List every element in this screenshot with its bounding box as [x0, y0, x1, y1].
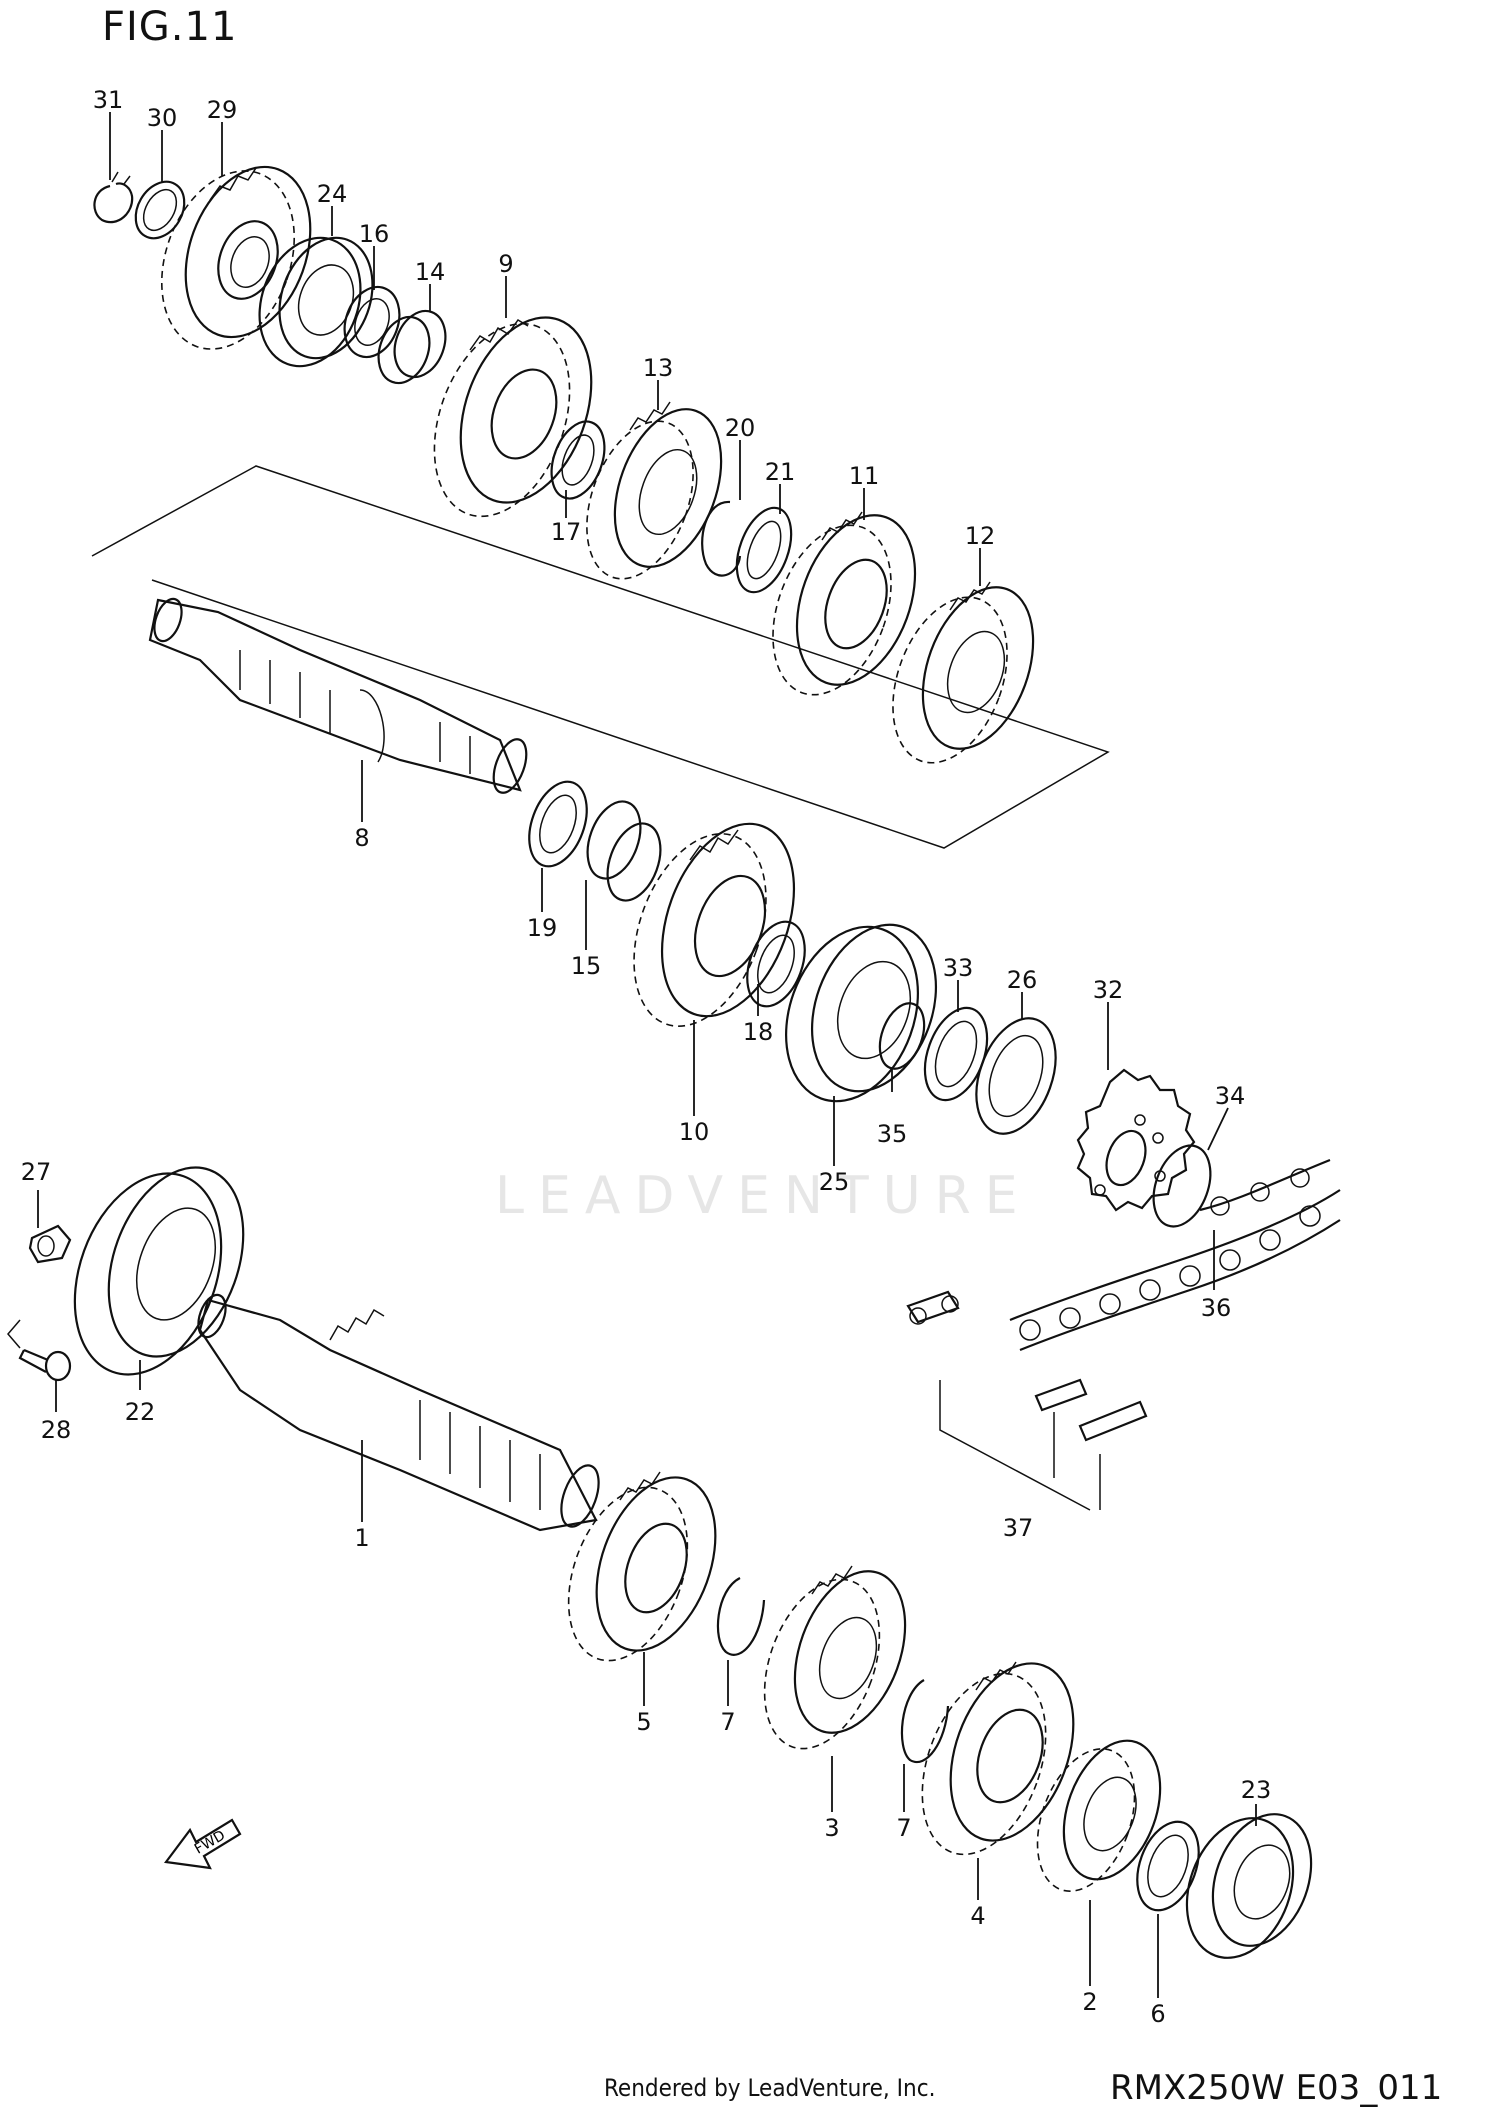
bushing-15	[586, 800, 662, 902]
callout-29: 29	[207, 96, 238, 124]
callout-10: 10	[679, 1118, 710, 1146]
washer-16	[343, 285, 401, 359]
callout-36: 36	[1201, 1294, 1232, 1322]
washer-18	[746, 920, 806, 1008]
callout-32: 32	[1093, 976, 1124, 1004]
gear-4	[921, 1661, 1075, 1856]
callout-17: 17	[551, 518, 582, 546]
callout-7a: 7	[720, 1708, 735, 1736]
gear-2	[1036, 1739, 1162, 1892]
figure-title: FIG.11	[102, 4, 238, 50]
callout-31: 31	[93, 86, 124, 114]
bushing-14	[377, 309, 447, 385]
gear-11	[772, 511, 917, 696]
callout-25: 25	[819, 1168, 850, 1196]
callout-4: 4	[970, 1902, 985, 1930]
callout-3: 3	[824, 1814, 839, 1842]
gear-12	[892, 581, 1035, 764]
callout-22: 22	[125, 1398, 156, 1426]
watermark: LEADVENTURE	[495, 1166, 1032, 1226]
callout-19: 19	[527, 914, 558, 942]
callout-13: 13	[643, 354, 674, 382]
callout-8: 8	[354, 824, 369, 852]
gear-9	[433, 316, 593, 518]
callout-27: 27	[21, 1158, 52, 1186]
gear-10	[633, 822, 796, 1027]
bearing-25	[785, 923, 938, 1103]
oil-seal-26	[975, 1017, 1057, 1135]
washer-6	[1136, 1820, 1200, 1912]
countershaft-8	[148, 597, 528, 794]
fwd-arrow-icon: FWD	[163, 1818, 242, 1870]
callout-6: 6	[1150, 2000, 1165, 2028]
callout-33: 33	[943, 954, 974, 982]
driveshaft-1	[197, 1293, 600, 1532]
callout-12: 12	[965, 522, 996, 550]
callout-11: 11	[849, 462, 880, 490]
circlip-7-lower	[900, 1679, 950, 1763]
bearing-23	[1185, 1813, 1313, 1959]
callout-9: 9	[498, 250, 513, 278]
gear-3	[763, 1565, 907, 1750]
callout-37: 37	[1003, 1514, 1034, 1542]
chain-36	[1009, 1158, 1341, 1352]
footer-credit: Rendered by LeadVenture, Inc.	[604, 2074, 936, 2102]
retainer-27	[7, 1224, 72, 1349]
callout-34: 34	[1215, 1082, 1246, 1110]
oring-35	[878, 1002, 926, 1070]
callout-23: 23	[1241, 1776, 1272, 1804]
callout-numbers: 31 30 29 24 16 14 9 13 20 21 11 12 17 8 …	[21, 86, 1272, 2028]
callout-20: 20	[725, 414, 756, 442]
washer-21	[735, 506, 793, 594]
callout-2: 2	[1082, 1988, 1097, 2016]
callout-16: 16	[359, 220, 390, 248]
callout-26: 26	[1007, 966, 1038, 994]
sprocket-32	[1076, 1068, 1196, 1212]
circlip-7-upper	[716, 1577, 766, 1656]
footer-code: RMX250W E03_011	[1110, 2068, 1443, 2108]
callout-1: 1	[354, 1524, 369, 1552]
screw-28	[18, 1348, 72, 1382]
assembly-outline	[91, 465, 1110, 849]
circlip-31	[93, 171, 134, 224]
callout-7b: 7	[896, 1814, 911, 1842]
callout-18: 18	[743, 1018, 774, 1046]
washer-17	[550, 420, 606, 500]
circlip-34	[1152, 1144, 1212, 1228]
callout-14: 14	[415, 258, 446, 286]
chain-joint-37	[906, 1290, 1148, 1511]
bearing-22	[73, 1166, 245, 1376]
callout-15: 15	[571, 952, 602, 980]
gear-13	[586, 401, 723, 580]
leader-lines	[37, 112, 1257, 1998]
callout-21: 21	[765, 458, 796, 486]
circlip-20	[701, 500, 742, 577]
callout-30: 30	[147, 104, 178, 132]
callout-24: 24	[317, 180, 348, 208]
washer-19	[528, 780, 588, 868]
gear-5	[567, 1471, 717, 1662]
washer-30	[134, 180, 186, 240]
callout-28: 28	[41, 1416, 72, 1444]
callout-5: 5	[636, 1708, 651, 1736]
callout-35: 35	[877, 1120, 908, 1148]
